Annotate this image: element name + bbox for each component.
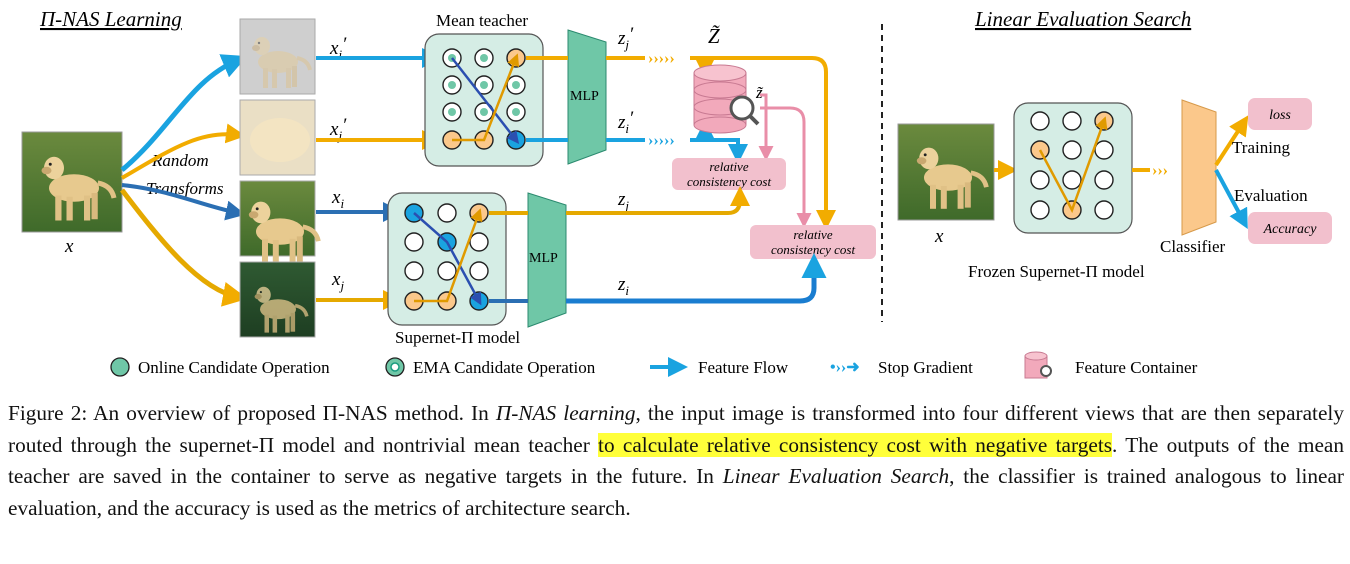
view-image-4 [239, 261, 316, 338]
transforms-label: Transforms [146, 179, 224, 198]
left-section-title: Π-NAS Learning [39, 7, 182, 31]
caption-part-6: Linear Evaluation Search [722, 464, 950, 488]
supernet-label: Supernet-Π model [395, 328, 520, 347]
stop-gradient-top: ››››› [648, 50, 675, 67]
output-label-3: zj [617, 189, 629, 213]
frozen-supernet-path [1038, 116, 1108, 214]
container-side-label: z̃ [755, 83, 764, 102]
view-label-3: xi [331, 187, 344, 211]
right-section-title: Linear Evaluation Search [974, 7, 1191, 31]
output-label-1: zj′ [617, 24, 634, 52]
caption-part-5: . The outputs of the mean teacher are sa… [8, 432, 1344, 489]
classifier-label: Classifier [1160, 237, 1225, 256]
cost1-line1: relative [709, 159, 748, 174]
output-label-4: zi [617, 274, 629, 298]
cost2-line2: consistency cost [771, 242, 856, 257]
caption-part-3: , the input image is transformed into fo… [8, 401, 1344, 457]
loss-label: loss [1269, 108, 1291, 123]
caption-part-2: Π-NAS learning [495, 401, 636, 425]
zi-to-cost2 [566, 253, 827, 304]
cost2-line1: relative [793, 227, 832, 242]
container-to-cost1 [758, 93, 774, 161]
container-to-cost2 [760, 106, 812, 228]
supernet-paths [413, 208, 483, 306]
view-image-3 [239, 180, 318, 263]
transform-arrow-view3 [121, 183, 246, 221]
training-label: Training [1232, 138, 1290, 157]
zj-to-cost1 [566, 186, 750, 215]
frozen-supernet-label: Frozen Supernet-Π model [968, 262, 1145, 281]
teacher-mlp [567, 29, 607, 165]
caption-highlight: to calculate relative consistency cost w… [598, 432, 1113, 457]
input-label: x [64, 236, 74, 257]
classifier-to-accuracy [1214, 169, 1248, 230]
transform-arrow-view2 [120, 123, 246, 180]
accuracy-label: Accuracy [1263, 222, 1318, 237]
loss-box [1248, 98, 1312, 130]
legend-feature-flow-label: Feature Flow [698, 358, 789, 377]
legend: Online Candidate Operation EMA Candidate… [110, 351, 1198, 379]
view-image-2 [239, 99, 316, 176]
random-label: Random [151, 151, 209, 170]
classifier-to-loss [1214, 115, 1249, 167]
stop-gradient-right: ››› [1152, 162, 1168, 179]
legend-stop-gradient-icon: •››➜ [830, 359, 860, 376]
accuracy-box [1248, 212, 1332, 244]
caption-part-7: , the classifier is trained analogous to… [8, 464, 1345, 520]
right-input-image [897, 123, 995, 221]
view-image-1 [239, 18, 316, 95]
supernet-mlp [527, 192, 567, 328]
mean-teacher-label: Mean teacher [436, 11, 528, 30]
legend-container-icon [1024, 351, 1052, 379]
view-label-1: xi′ [329, 34, 347, 62]
legend-container-label: Feature Container [1075, 358, 1198, 377]
mean-teacher-paths [451, 53, 520, 144]
caption-part-1: Figure 2: An overview of proposed Π-NAS … [8, 401, 496, 425]
input-image [21, 131, 123, 233]
legend-stop-gradient-label: Stop Gradient [878, 358, 973, 377]
output-label-2: zi′ [617, 108, 634, 136]
view-label-4: xj [331, 269, 344, 293]
transform-arrow-view1 [120, 54, 248, 172]
stop-gradient-bottom: ››››› [648, 132, 675, 149]
view-label-2: xj′ [329, 115, 347, 143]
overview-figure: Π-NAS Learning Linear Evaluation Search … [21, 7, 1332, 379]
consistency-cost-box-2 [750, 225, 876, 259]
legend-online-icon [110, 357, 130, 377]
teacher-mlp-label: MLP [570, 89, 599, 104]
feature-container [693, 64, 760, 134]
zi-prime-to-cost1 [690, 138, 748, 164]
right-input-label: x [934, 226, 944, 247]
legend-online-label: Online Candidate Operation [138, 358, 330, 377]
zj-prime-to-cost2 [690, 56, 836, 230]
cost1-line2: consistency cost [687, 174, 772, 189]
transform-arrow-view4 [120, 188, 248, 307]
consistency-cost-box-1 [672, 158, 786, 190]
legend-ema-label: EMA Candidate Operation [413, 358, 596, 377]
supernet-mlp-label: MLP [529, 251, 558, 266]
classifier [1181, 99, 1217, 236]
figure-caption: Figure 2: An overview of proposed Π-NAS … [8, 398, 1344, 524]
evaluation-label: Evaluation [1234, 186, 1308, 205]
legend-ema-icon-inner [390, 362, 400, 372]
container-top-label: Z̃ [708, 24, 720, 48]
